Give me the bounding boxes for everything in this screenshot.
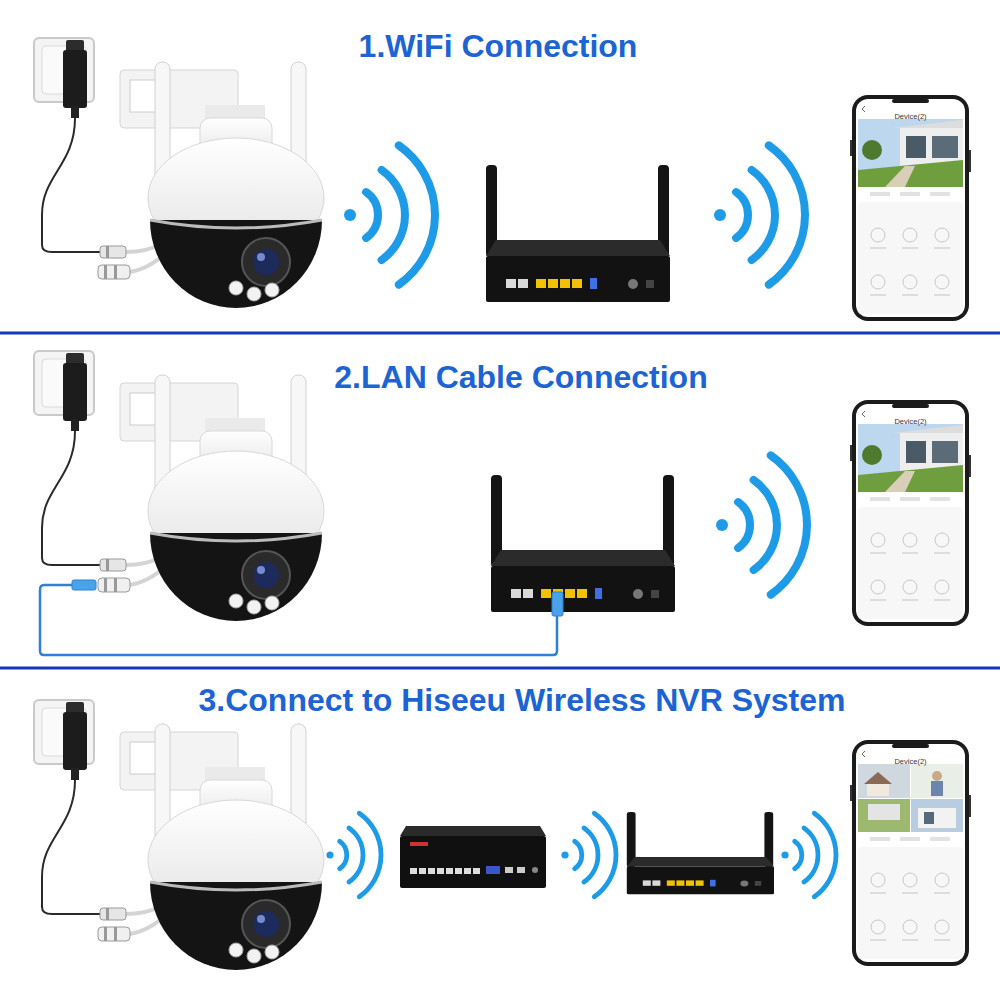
nvr-illustration: [455, 868, 462, 874]
camera-grid-view: [864, 772, 892, 784]
lan-cable: [40, 585, 557, 655]
lan-plug: [72, 580, 96, 590]
phone-screen-node: Device(2): [852, 95, 969, 321]
camera-illustration: [34, 351, 324, 621]
phone-illustration: [850, 400, 971, 626]
nvr-illustration: [410, 842, 428, 846]
camera-grid-view: [932, 771, 942, 781]
nvr-illustration: [400, 826, 546, 836]
camera-grid-view: [911, 799, 963, 832]
camera-illustration: [34, 700, 324, 970]
wifi-waves: [781, 813, 836, 897]
screen-title: Device(2): [894, 112, 926, 121]
camera-grid-view: [931, 781, 943, 796]
router-illustration: [627, 812, 774, 894]
phone-screen-node: Device(2): [852, 400, 969, 626]
wifi-waves: [714, 145, 805, 284]
wifi-waves: [561, 813, 616, 897]
panel-divider: [0, 332, 1000, 335]
nvr-illustration: [446, 868, 453, 874]
nvr-illustration: [517, 867, 525, 873]
camera-grid-view: [924, 812, 934, 824]
section-heading: 1.WiFi Connection: [359, 28, 638, 65]
nvr-illustration: [486, 866, 500, 874]
nvr-illustration: [400, 826, 546, 888]
nvr-illustration: [419, 868, 426, 874]
camera-grid-view: [858, 764, 963, 832]
section-heading: 2.LAN Cable Connection: [334, 359, 707, 396]
wifi-waves: [344, 145, 435, 284]
wifi-waves: [326, 813, 381, 897]
phone-illustration: [850, 740, 971, 966]
camera-grid-view: [858, 764, 910, 798]
section-heading: 3.Connect to Hiseeu Wireless NVR System: [198, 682, 845, 719]
lan-plug: [552, 592, 563, 616]
camera-illustration: [34, 38, 324, 308]
nvr-illustration: [532, 867, 538, 873]
nvr-illustration: [437, 868, 444, 874]
router-illustration: [491, 475, 675, 612]
camera-grid-view: [867, 784, 889, 796]
panel-divider: [0, 667, 1000, 670]
camera-grid-view: [858, 799, 910, 832]
router-illustration: [486, 165, 670, 302]
nvr-illustration: [400, 836, 546, 888]
nvr-illustration: [464, 868, 471, 874]
camera-grid-view: [868, 804, 900, 820]
nvr-illustration: [473, 868, 480, 874]
nvr-illustration: [410, 868, 417, 874]
phone-screen-node: Device(2): [852, 740, 969, 966]
nvr-illustration: [428, 868, 435, 874]
nvr-illustration: [505, 867, 513, 873]
wifi-waves: [716, 455, 807, 594]
phone-illustration: [850, 95, 971, 321]
camera-grid-view: [911, 764, 963, 798]
camera-grid-view: [918, 808, 956, 828]
camera-grid-view: [858, 764, 963, 832]
screen-title: Device(2): [894, 417, 926, 426]
screen-title: Device(2): [894, 757, 926, 766]
